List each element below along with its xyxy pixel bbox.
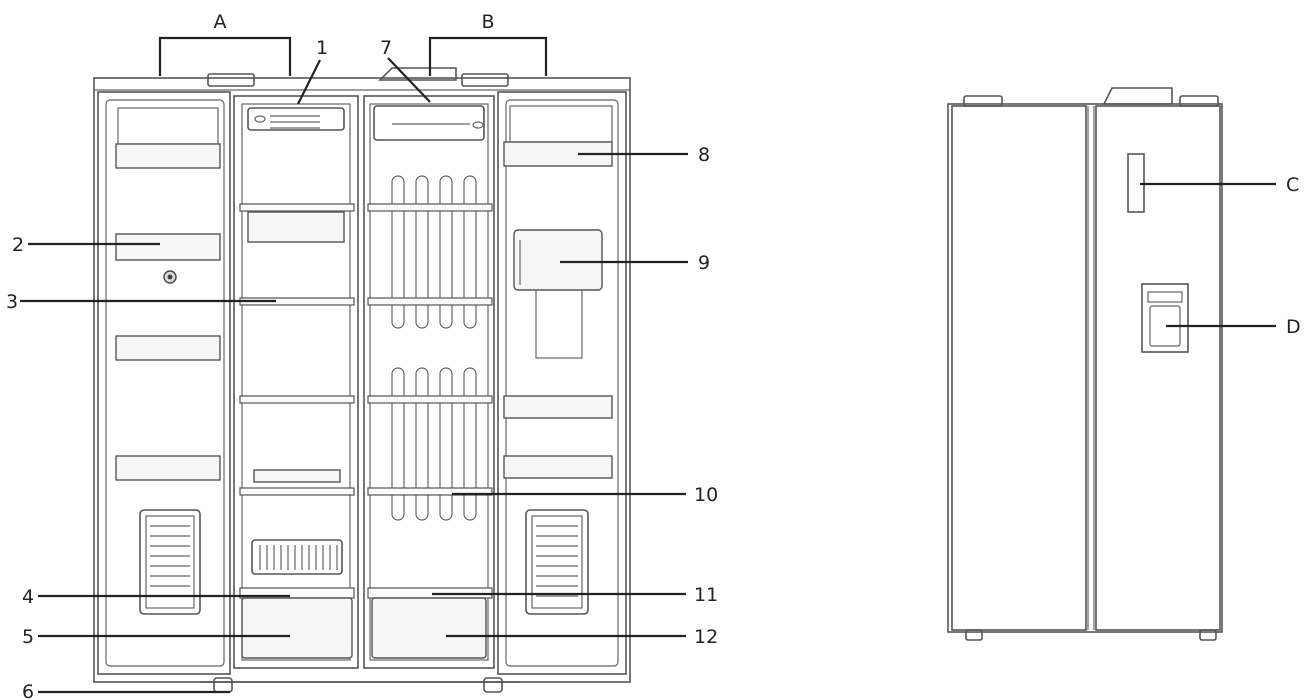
label-9: 9 xyxy=(698,252,710,274)
label-d: D xyxy=(1286,316,1301,338)
closed-refrigerator: C D xyxy=(947,87,1301,641)
label-b: B xyxy=(481,11,494,33)
label-3: 3 xyxy=(6,291,18,313)
closed-left-door xyxy=(951,105,1087,631)
door-vent-grille-right xyxy=(525,509,589,615)
fridge-drawer xyxy=(371,597,487,659)
bracket-a xyxy=(158,36,292,76)
label-11: 11 xyxy=(694,584,718,606)
label-5: 5 xyxy=(22,626,34,648)
freezer-grille xyxy=(251,539,343,575)
label-2: 2 xyxy=(12,234,24,256)
door-vent-grille xyxy=(139,509,201,615)
water-tank xyxy=(513,229,603,291)
freezer-drawer xyxy=(241,597,353,659)
top-hinges xyxy=(207,67,509,87)
freezer-compartment xyxy=(233,95,359,669)
label-12: 12 xyxy=(694,626,718,648)
label-c: C xyxy=(1286,174,1299,196)
label-10: 10 xyxy=(694,484,718,506)
fridge-compartment xyxy=(363,95,495,669)
freezer-door xyxy=(97,91,231,675)
label-8: 8 xyxy=(698,144,710,166)
fridge-door xyxy=(497,91,627,675)
water-dispenser xyxy=(1141,283,1189,353)
bracket-b xyxy=(428,36,548,76)
fridge-control-panel xyxy=(373,105,485,141)
label-4: 4 xyxy=(22,586,34,608)
feet-rollers xyxy=(200,677,520,693)
leader-lines xyxy=(20,57,688,694)
closed-right-door xyxy=(1095,105,1221,631)
label-6: 6 xyxy=(22,681,34,700)
open-refrigerator: A B 1 7 2 3 4 5 6 8 9 10 11 12 xyxy=(6,11,718,700)
closed-body-outline xyxy=(947,103,1223,633)
label-1: 1 xyxy=(316,37,328,59)
label-7: 7 xyxy=(380,37,392,59)
freezer-light-panel xyxy=(247,107,345,131)
label-a: A xyxy=(214,11,227,33)
